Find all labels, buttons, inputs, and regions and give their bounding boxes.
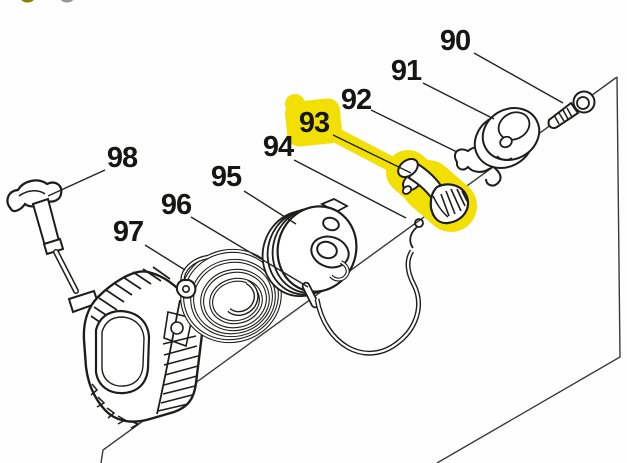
rope-piece-96 bbox=[301, 281, 320, 309]
housing-louvers bbox=[157, 335, 199, 412]
part-label-90[interactable]: 90 bbox=[439, 25, 471, 57]
cropped-toolbar-icons bbox=[21, 0, 74, 3]
guide-plate-91 bbox=[473, 107, 541, 169]
gray-partial-icon bbox=[60, 0, 74, 3]
panel-right-edge bbox=[436, 76, 621, 463]
wire-spring-94 bbox=[314, 218, 424, 356]
leader-90 bbox=[473, 52, 564, 104]
leader-lines bbox=[47, 52, 564, 288]
olive-partial-icon bbox=[21, 0, 34, 3]
part-label-96[interactable]: 96 bbox=[160, 189, 192, 221]
part-label-93-highlighted[interactable]: 93 bbox=[298, 107, 330, 139]
part-label-91[interactable]: 91 bbox=[390, 55, 422, 87]
part-label-95[interactable]: 95 bbox=[210, 161, 242, 193]
housing-teeth bbox=[90, 383, 140, 429]
recoil-spring-97 bbox=[175, 248, 282, 344]
part-label-92[interactable]: 92 bbox=[340, 84, 372, 116]
leader-91 bbox=[422, 82, 495, 120]
pawl-93[interactable] bbox=[395, 155, 470, 225]
part-label-97[interactable]: 97 bbox=[112, 216, 144, 248]
rope-pulley-95 bbox=[261, 198, 358, 298]
part-label-98[interactable]: 98 bbox=[106, 142, 138, 174]
leader-94 bbox=[293, 159, 407, 219]
leader-93 bbox=[332, 134, 412, 174]
bolt-threads bbox=[553, 107, 573, 125]
starter-grip-98 bbox=[6, 179, 65, 256]
bolt-90 bbox=[547, 90, 596, 130]
leader-97 bbox=[144, 244, 186, 271]
leader-92 bbox=[370, 109, 458, 153]
leader-98 bbox=[47, 169, 106, 197]
leader-96 bbox=[190, 216, 309, 288]
pawl-hatching bbox=[440, 188, 468, 217]
housing-fins bbox=[90, 266, 171, 326]
leader-95 bbox=[243, 190, 297, 225]
starter-housing bbox=[82, 266, 204, 429]
part-label-94[interactable]: 94 bbox=[262, 131, 294, 163]
